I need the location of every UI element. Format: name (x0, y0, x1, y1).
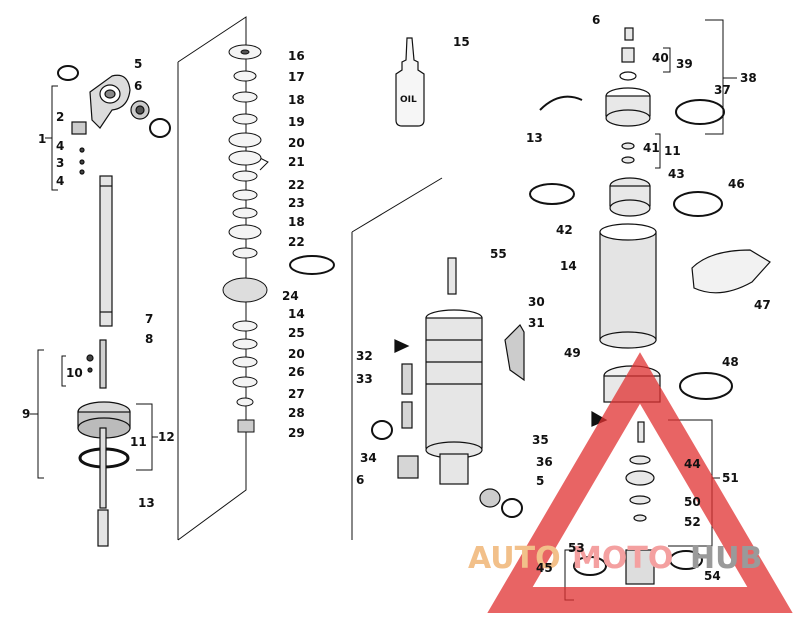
callout-label: 27 (288, 387, 305, 401)
callout-label: 12 (158, 430, 175, 444)
shaft-assembly (57, 65, 171, 547)
callout-label: 53 (568, 541, 585, 555)
callout-label: 54 (704, 569, 721, 583)
callout-label: 7 (145, 312, 153, 326)
shim-stack (222, 44, 335, 433)
damper-body (371, 257, 525, 518)
callout-label: 4 (56, 139, 64, 153)
callout-label: 18 (288, 93, 305, 107)
watermark-triangle (487, 352, 793, 613)
valve-30 (447, 257, 457, 295)
callout-label: 9 (22, 407, 30, 421)
callout-label: 3 (56, 156, 64, 170)
callout-label: 49 (564, 346, 581, 360)
bracket-9 (37, 349, 44, 479)
callout-label: 36 (536, 455, 553, 469)
bumper-16 (97, 509, 109, 547)
callout-label: 47 (754, 298, 771, 312)
callout-label: 30 (528, 295, 545, 309)
oil-bottle-label: OIL (400, 95, 417, 105)
assembly-frames (30, 16, 737, 601)
callout-label: 17 (288, 70, 305, 84)
callout-label: 11 (130, 435, 147, 449)
callout-label: 20 (288, 347, 305, 361)
callout-label: 22 (288, 178, 305, 192)
callout-label: 26 (288, 365, 305, 379)
callout-label: 34 (360, 451, 377, 465)
watermark-auto: AUTO (468, 541, 561, 576)
callout-label: 24 (282, 289, 299, 303)
callout-label: 41 (643, 141, 660, 155)
callout-label: 38 (740, 71, 757, 85)
callout-label: 13 (526, 131, 543, 145)
frame-main-body (351, 177, 443, 233)
callout-label: 37 (714, 83, 731, 97)
callout-label: 20 (288, 136, 305, 150)
callout-label: 50 (684, 495, 701, 509)
callout-label: 6 (356, 473, 364, 487)
callout-label: 6 (134, 79, 142, 93)
callout-label: 35 (532, 433, 549, 447)
watermark-logo: AUTO MOTO HUB (468, 352, 793, 613)
bracket-37 (705, 19, 724, 135)
watermark-moto: MOTO (572, 541, 673, 576)
callout-label: 19 (288, 115, 305, 129)
callout-label: 45 (536, 561, 553, 575)
callout-label: 39 (676, 57, 693, 71)
callout-label: 43 (668, 167, 685, 181)
callout-label: 22 (288, 235, 305, 249)
callout-label: 8 (145, 332, 153, 346)
callout-label: 14 (560, 259, 577, 273)
callout-label: 18 (288, 215, 305, 229)
callout-label: 21 (288, 155, 305, 169)
reservoir-cylinder (599, 231, 657, 341)
oil-bottle: OIL (395, 37, 425, 127)
watermark-hub: HUB (690, 541, 762, 576)
reservoir-assembly (529, 27, 771, 585)
callout-label: 5 (536, 474, 544, 488)
callout-label: 29 (288, 426, 305, 440)
callout-label: 13 (138, 496, 155, 510)
callout-label: 48 (722, 355, 739, 369)
callout-label: 44 (684, 457, 701, 471)
callout-label: 4 (56, 174, 64, 188)
callout-label: 2 (56, 110, 64, 124)
callout-label: 14 (288, 307, 305, 321)
nut-15 (237, 419, 255, 433)
callout-label: 33 (356, 372, 373, 386)
piston-shaft (99, 175, 113, 327)
callout-label: 16 (288, 49, 305, 63)
callout-label: 1 (38, 132, 46, 146)
callout-label: 42 (556, 223, 573, 237)
callout-label: 40 (652, 51, 669, 65)
callout-label: 25 (288, 326, 305, 340)
callout-label: 6 (592, 13, 600, 27)
callout-label: 51 (722, 471, 739, 485)
callout-label: 55 (490, 247, 507, 261)
callout-label: 11 (664, 144, 681, 158)
callout-label: 10 (66, 366, 83, 380)
callout-label: 28 (288, 406, 305, 420)
callout-label: 32 (356, 349, 373, 363)
callout-label: 15 (453, 35, 470, 49)
callout-label: 31 (528, 316, 545, 330)
callout-label: 23 (288, 196, 305, 210)
callout-label: 52 (684, 515, 701, 529)
seal-32 (504, 324, 525, 382)
callout-label: 5 (134, 57, 142, 71)
clamp-49 (691, 249, 771, 294)
callout-label: 46 (728, 177, 745, 191)
